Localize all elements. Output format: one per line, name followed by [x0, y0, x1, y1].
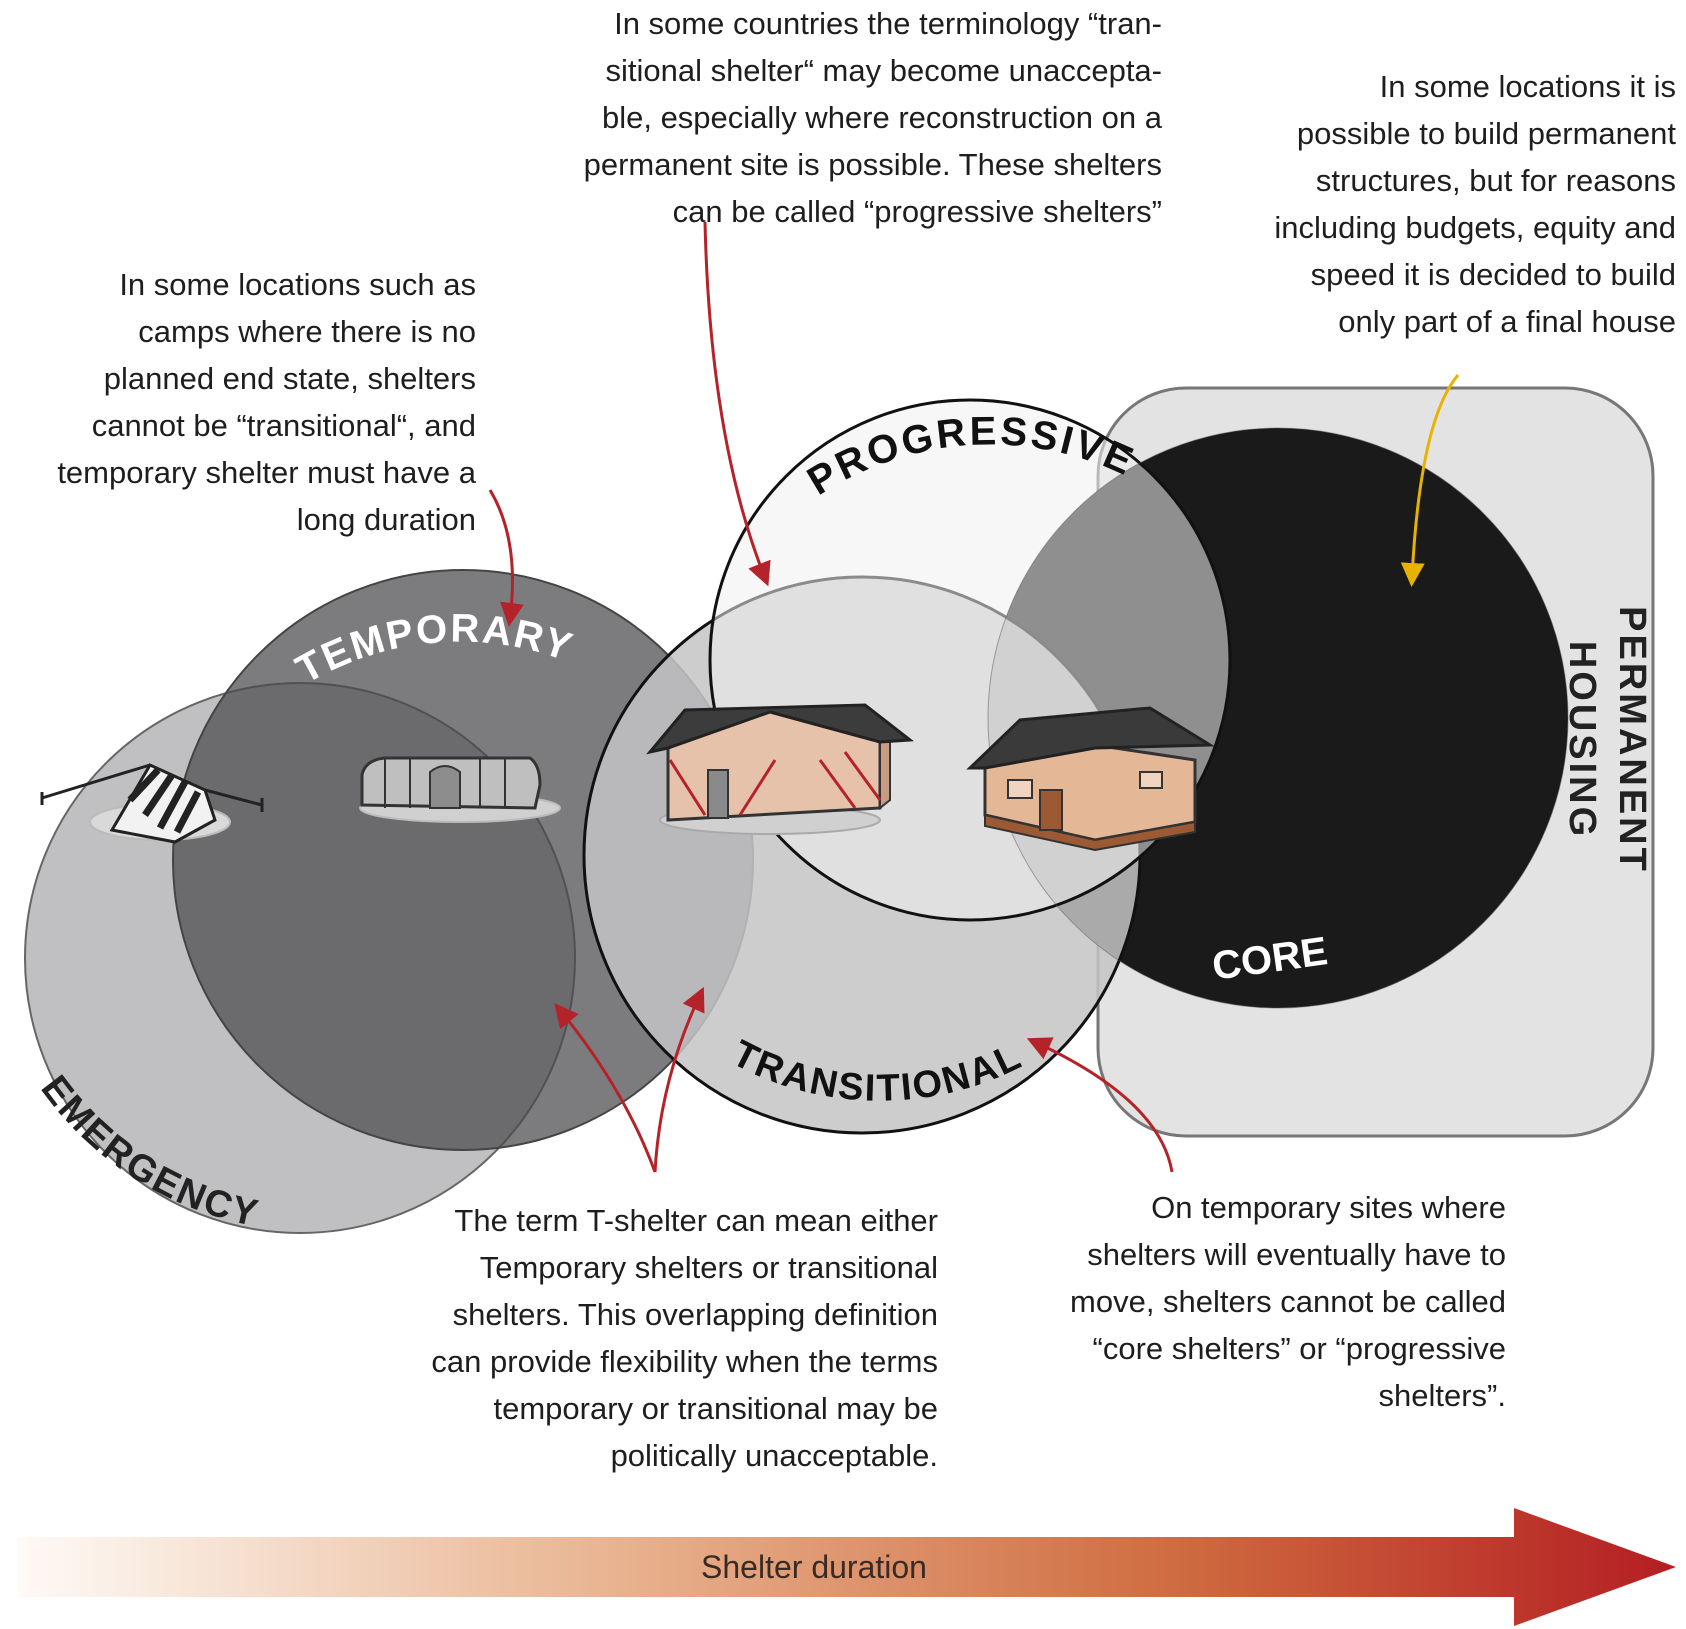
note-bottom-right: On temporary sites where shelters will e…: [1070, 1184, 1506, 1419]
note-line: In some locations such as: [119, 267, 476, 302]
note-line: In some locations it is: [1379, 69, 1676, 104]
note-line: shelters will eventually have to: [1087, 1237, 1506, 1272]
note-top-right: In some locations it is possible to buil…: [1274, 63, 1676, 345]
note-line: cannot be “transitional“, and: [91, 408, 476, 443]
note-bottom-center: The term T-shelter can mean either Tempo…: [431, 1197, 938, 1479]
tunnel-tent-icon: [359, 756, 561, 823]
note-line: shelters. This overlapping definition: [452, 1297, 938, 1332]
shelter-duration-label: Shelter duration: [701, 1549, 927, 1585]
note-line: On temporary sites where: [1151, 1190, 1506, 1225]
note-line: planned end state, shelters: [103, 361, 476, 396]
transitional-shelter-icon: [646, 703, 915, 835]
pointer-top-right-note: [1400, 374, 1460, 587]
label-permanent: PERMANENT: [1611, 606, 1653, 874]
pointer-bottom-center-note-a: [554, 1003, 657, 1173]
house-icon: [966, 706, 1216, 852]
note-line: only part of a final house: [1338, 304, 1676, 339]
note-line: can be called “progressive shelters”: [672, 194, 1162, 229]
pointer-bottom-right-note: [1026, 1037, 1174, 1173]
note-line: structures, but for reasons: [1315, 163, 1676, 198]
note-line: move, shelters cannot be called: [1070, 1284, 1506, 1319]
note-line: shelters”.: [1378, 1378, 1506, 1413]
note-line: can provide flexibility when the terms: [431, 1344, 938, 1379]
note-line: camps where there is no: [138, 314, 476, 349]
note-line: long duration: [296, 502, 476, 537]
progressive-circle: [708, 398, 1232, 922]
note-line: sitional shelter“ may become unaccepta-: [605, 53, 1162, 88]
shelter-duration-arrow: Shelter duration: [18, 1508, 1676, 1626]
label-housing: HOUSING: [1561, 641, 1603, 839]
note-line: permanent site is possible. These shelte…: [583, 147, 1162, 182]
pointer-left-note: [488, 489, 524, 627]
note-line: “core shelters” or “progressive: [1092, 1331, 1506, 1366]
note-line: In some countries the terminology “tran-: [614, 6, 1162, 41]
pointer-bottom-center-note-b: [653, 986, 705, 1173]
note-line: temporary shelter must have a: [57, 455, 476, 490]
note-line: including budgets, equity and: [1274, 210, 1676, 245]
note-line: speed it is decided to build: [1310, 257, 1676, 292]
tent-icon: [40, 763, 264, 844]
note-line: ble, especially where reconstruction on …: [601, 100, 1162, 135]
note-top-center: In some countries the terminology “tran-…: [584, 0, 1162, 235]
note-line: possible to build permanent: [1296, 116, 1676, 151]
pointer-top-center-note: [703, 221, 771, 587]
note-left: In some locations such as camps where th…: [57, 261, 476, 543]
note-line: politically unacceptable.: [610, 1438, 938, 1473]
core-overlap-tint: [987, 427, 1569, 1009]
note-line: The term T-shelter can mean either: [454, 1203, 938, 1238]
note-line: temporary or transitional may be: [493, 1391, 938, 1426]
note-line: Temporary shelters or transitional: [479, 1250, 938, 1285]
